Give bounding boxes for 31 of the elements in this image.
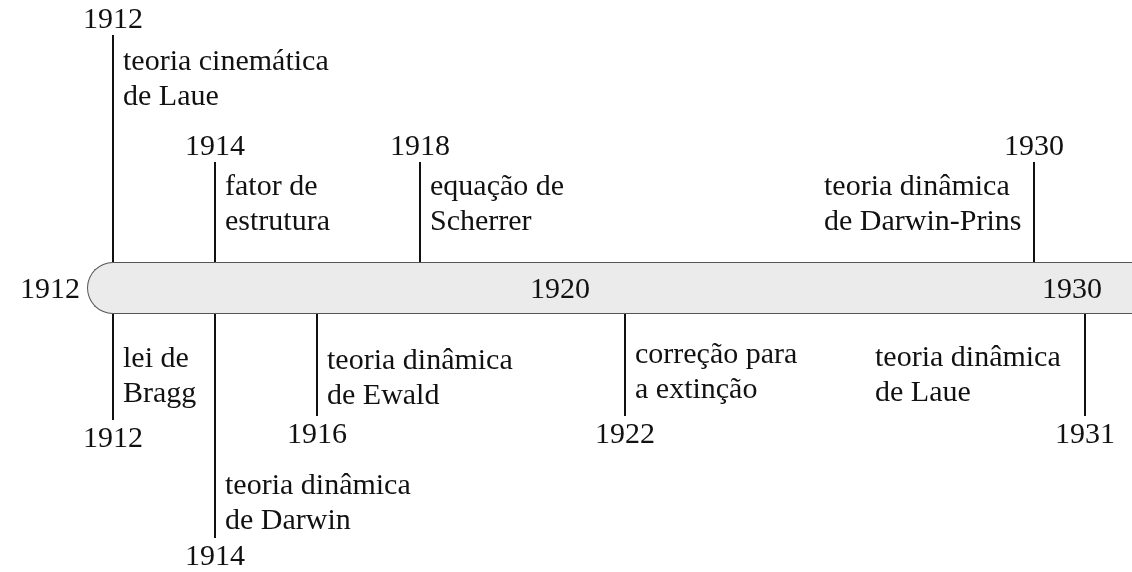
event-description: equação de Scherrer (430, 167, 566, 237)
year-label: 1912 (83, 1, 143, 35)
connector-line (419, 161, 421, 263)
event-description: teoria dinâmica de Darwin (225, 466, 412, 536)
axis-year-label: 1920 (530, 271, 590, 305)
connector-line (112, 313, 114, 421)
axis-year-label: 1912 (20, 271, 80, 305)
timeline-bar (87, 262, 1132, 314)
axis-year-label: 1930 (1042, 271, 1102, 305)
year-label: 1912 (83, 420, 143, 454)
event-description: teoria dinâmica de Darwin-Prins (824, 167, 1023, 237)
event-description: lei de Bragg (123, 339, 198, 409)
connector-line (1033, 161, 1035, 263)
year-label: 1922 (595, 416, 655, 450)
connector-line (624, 313, 626, 417)
year-label: 1914 (185, 128, 245, 162)
connector-line (112, 34, 114, 263)
connector-line (214, 161, 216, 263)
event-description: teoria dinâmica de Ewald (327, 341, 514, 411)
year-label: 1918 (390, 128, 450, 162)
event-description: correção para a extinção (635, 335, 799, 405)
event-description: teoria dinâmica de Laue (875, 338, 1062, 408)
event-description: fator de estrutura (225, 167, 331, 237)
connector-line (316, 313, 318, 417)
year-label: 1931 (1055, 416, 1115, 450)
connector-line (1084, 313, 1086, 417)
year-label: 1914 (185, 538, 245, 572)
event-description: teoria cinemática de Laue (123, 42, 330, 112)
connector-line (214, 313, 216, 539)
year-label: 1916 (287, 416, 347, 450)
year-label: 1930 (1004, 128, 1064, 162)
